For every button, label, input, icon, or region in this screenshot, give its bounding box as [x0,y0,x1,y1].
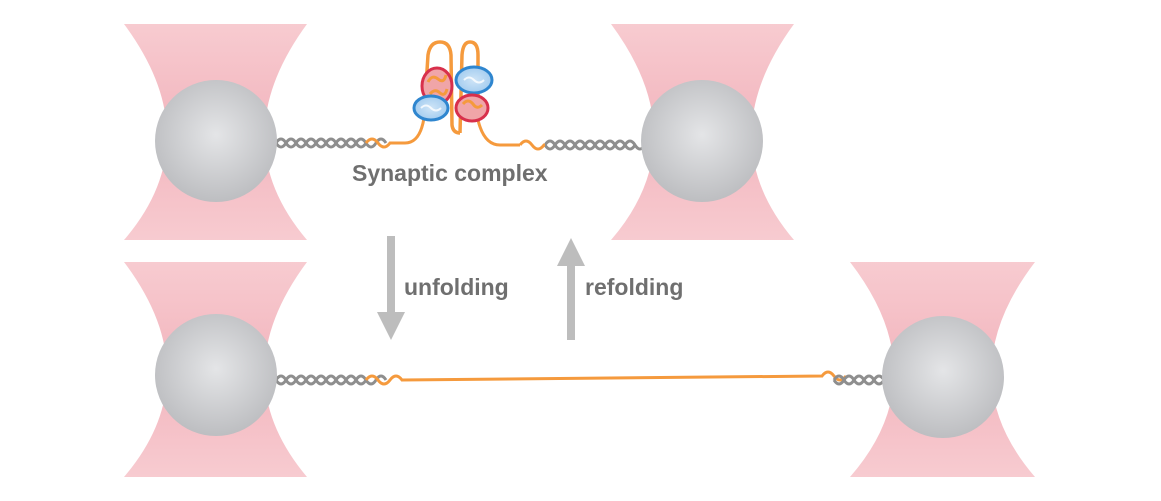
bead [641,80,763,202]
protein-linker [364,117,426,149]
bead [882,316,1004,438]
dna-handle [274,374,388,386]
unfolding-arrow [377,236,405,340]
synaptic-complex-label: Synaptic complex [352,160,548,186]
protein-linker [476,119,546,151]
unfolding-label: unfolding [404,274,509,300]
synaptic-complex [412,40,494,135]
unfolded-protein-linker [364,370,848,386]
dna-handle [543,139,647,151]
refolding-label: refolding [585,274,684,300]
refolding-arrow [557,238,585,340]
bead [155,80,277,202]
dna-handle [832,374,886,386]
dna-handle [274,137,388,149]
bead [155,314,277,436]
